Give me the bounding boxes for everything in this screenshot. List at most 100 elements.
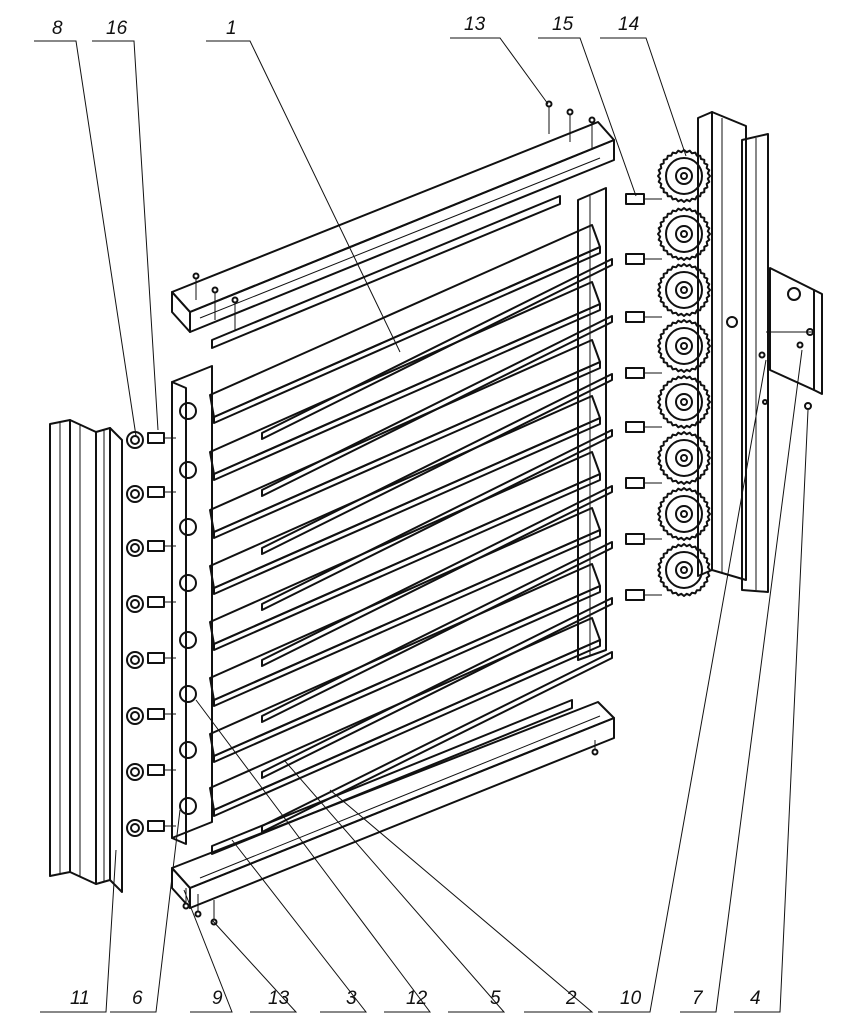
blade-rib (261, 651, 613, 833)
gear-teeth (657, 375, 711, 429)
top-screws (192, 100, 596, 330)
gear-bore (680, 566, 688, 574)
louver-blade (209, 339, 613, 555)
bushing-outer (126, 819, 144, 837)
blade-rib (261, 373, 613, 555)
bushing-outer (126, 651, 144, 669)
bushing-assembly (126, 707, 176, 725)
louver-blade (209, 224, 613, 440)
gear-bore (680, 454, 688, 462)
bushing-inner (130, 543, 140, 553)
louver-blade (209, 617, 613, 833)
callout-7: 7 (692, 988, 704, 1009)
bracket-screws (758, 341, 812, 410)
bushing-outer (126, 707, 144, 725)
clip (147, 486, 165, 498)
gear (657, 543, 711, 597)
bushing-inner (130, 435, 140, 445)
gear-hub-ring (665, 157, 703, 195)
clip (147, 540, 165, 552)
callout-2: 2 (565, 988, 577, 1009)
gear-bore (680, 510, 688, 518)
bushing-inner (130, 767, 140, 777)
bushing-inner (130, 599, 140, 609)
frame-left-post (171, 365, 213, 845)
blade-rib (261, 485, 613, 667)
top-rail (171, 100, 615, 349)
gear (657, 487, 711, 541)
blade-rib (261, 258, 613, 440)
gear-hub-ring (665, 383, 703, 421)
blade-edge (213, 529, 601, 707)
callout-1: 1 (226, 18, 237, 39)
frame-right-post (577, 187, 607, 661)
gear-hub (675, 505, 693, 523)
clip-body (625, 253, 645, 265)
gear-hub (675, 561, 693, 579)
gear (657, 263, 711, 317)
bushing-assembly (126, 539, 176, 557)
blade-edge (213, 473, 601, 651)
callout-16: 16 (106, 18, 128, 39)
bushing-inner (130, 711, 140, 721)
clip-body (625, 589, 645, 601)
right-clip (625, 193, 662, 205)
blade-edge (213, 361, 601, 539)
gear-bore (680, 342, 688, 350)
louver-blades (209, 224, 613, 833)
clip-body (625, 421, 645, 433)
blade-rib (261, 541, 613, 723)
clip-body (625, 311, 645, 323)
clip (147, 432, 165, 444)
gear-bore (680, 398, 688, 406)
left-bushings (126, 431, 176, 837)
blade-rib (261, 597, 613, 779)
gear (657, 375, 711, 429)
gear-bore (680, 286, 688, 294)
callout-5: 5 (490, 988, 501, 1009)
gear-bore (680, 172, 688, 180)
callout-10: 10 (620, 988, 642, 1009)
bushing-assembly (126, 485, 176, 503)
clip (147, 708, 165, 720)
clip (147, 652, 165, 664)
bushing-assembly (126, 819, 176, 837)
left-channel (49, 419, 123, 893)
louver-blade (209, 451, 613, 667)
clip (147, 596, 165, 608)
gear-hub (675, 281, 693, 299)
louver-blade (209, 281, 613, 497)
callout-13-top: 13 (464, 14, 486, 35)
gear-teeth (657, 263, 711, 317)
gear-teeth (657, 487, 711, 541)
clip (147, 820, 165, 832)
callout-labels: 8 16 1 13 15 14 11 6 9 13 3 12 5 2 10 7 … (52, 14, 761, 1009)
bushing-assembly (126, 763, 176, 781)
gear (657, 431, 711, 485)
callout-4: 4 (750, 988, 761, 1009)
blade-face (209, 281, 601, 475)
right-clip (625, 421, 662, 433)
gear-teeth (657, 149, 711, 203)
gear-hub-ring (665, 551, 703, 589)
bushing-outer (126, 763, 144, 781)
bushing-outer (126, 431, 144, 449)
right-clip (625, 589, 662, 601)
bottom-rail (171, 699, 615, 926)
callout-14: 14 (618, 14, 639, 35)
gear-hub (675, 167, 693, 185)
right-clip (625, 477, 662, 489)
gear-bore (680, 230, 688, 238)
callout-12: 12 (406, 988, 428, 1009)
right-drive-post (697, 111, 769, 593)
gear-hub-ring (665, 215, 703, 253)
blade-edge (213, 246, 601, 424)
gear-teeth (657, 431, 711, 485)
gear-train (657, 149, 711, 597)
gear-hub (675, 449, 693, 467)
bushing-assembly (126, 595, 176, 613)
callout-6: 6 (132, 988, 143, 1009)
gear (657, 319, 711, 373)
clip-body (625, 477, 645, 489)
bushing-assembly (126, 431, 176, 449)
